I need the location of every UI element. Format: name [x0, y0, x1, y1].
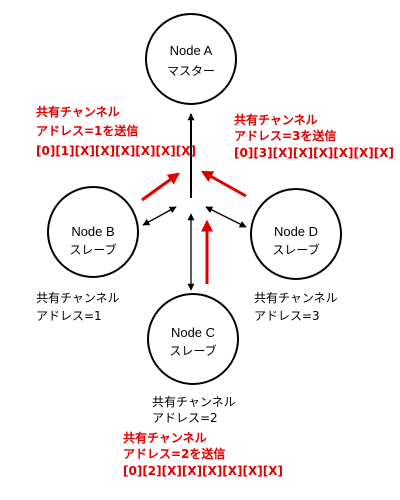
node-b-send-line1: 共有チャンネル: [36, 104, 120, 119]
node-b-name: Node B: [71, 224, 114, 239]
hub-to-node-d-line: [205, 206, 247, 228]
node-c-send-line1: 共有チャンネル: [123, 430, 207, 445]
node-c-send-line3: [0][2][X][X][X][X][X][X]: [123, 464, 283, 478]
node-d-address-line1: 共有チャンネル: [254, 291, 338, 305]
node-b-address-line2: アドレス=1: [36, 309, 102, 323]
node-c-address-line2: アドレス=2: [152, 411, 218, 425]
hub-to-node-b-line: [142, 206, 177, 226]
node-b-send-arrow: [141, 172, 180, 202]
node-b-send-line2: アドレス=1を送信: [36, 123, 138, 138]
node-c-circle: [147, 293, 239, 385]
node-c-role: スレーブ: [169, 343, 216, 358]
node-b-role: スレーブ: [69, 242, 116, 257]
node-d-send-line3: [0][3][X][X][X][X][X][X]: [234, 146, 394, 160]
node-c-name: Node C: [171, 325, 215, 340]
node-d-send-line2: アドレス=3を送信: [234, 128, 336, 143]
node-d-send-line1: 共有チャンネル: [234, 112, 318, 127]
node-b-send-line3: [0][1][X][X][X][X][X][X]: [36, 144, 196, 158]
node-a-role: マスター: [167, 64, 215, 78]
node-d-send-arrow: [200, 170, 247, 198]
node-d-role: スレーブ: [272, 242, 319, 257]
node-a-name: Node A: [170, 43, 213, 58]
node-b-circle: [47, 186, 139, 278]
node-d-name: Node D: [274, 224, 318, 239]
node-d-circle: [250, 188, 342, 280]
node-b-address-line1: 共有チャンネル: [36, 291, 120, 305]
node-c-address-line1: 共有チャンネル: [152, 395, 236, 409]
node-a-circle: [145, 13, 237, 105]
node-c-send-line2: アドレス=2を送信: [123, 446, 225, 461]
node-d-address-line2: アドレス=3: [254, 309, 320, 323]
